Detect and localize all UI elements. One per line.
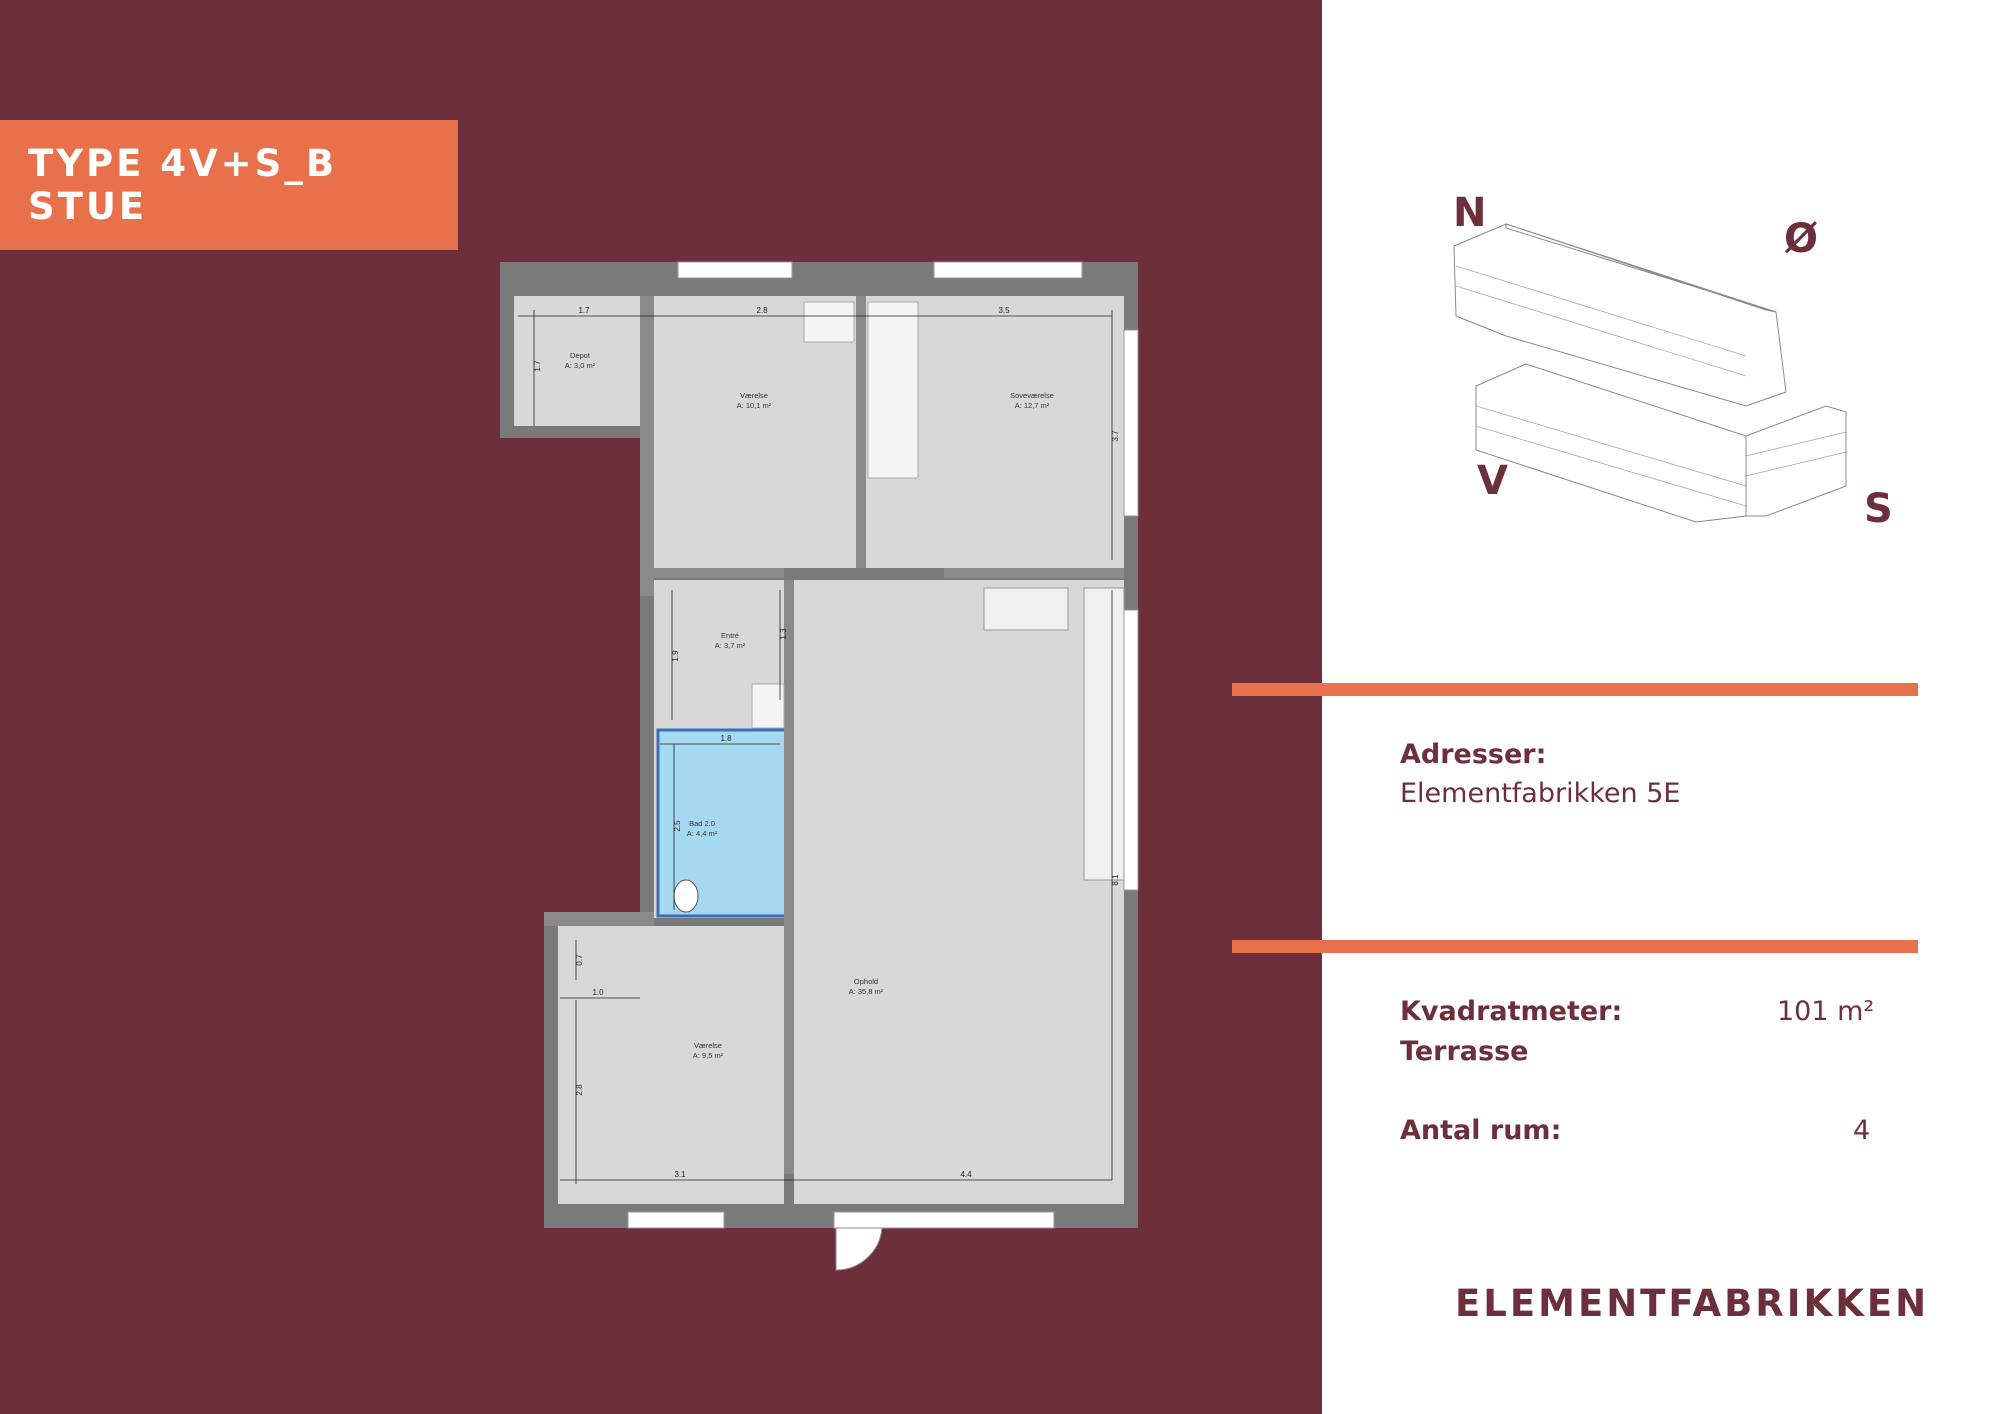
- room-name-vaerelse-1: Værelse: [740, 391, 768, 400]
- compass-south: S: [1864, 486, 1893, 532]
- terrace-label: Terrasse: [1400, 1036, 1529, 1067]
- compass-west: V: [1477, 458, 1508, 504]
- dim-closet-width: 1.0: [592, 988, 604, 997]
- dim-vaerelse-2-width: 3.1: [674, 1170, 686, 1179]
- dim-bad-width: 1.8: [720, 734, 732, 743]
- room-name-depot: Depot: [570, 351, 591, 360]
- room-area-entre: A: 3,7 m²: [715, 641, 746, 650]
- floor-ophold-bottom: [794, 1174, 1124, 1204]
- plan-type-title: TYPE 4V+S_B STUE: [28, 142, 338, 228]
- dimension-lines: [518, 310, 1113, 1184]
- floor-depot: [514, 296, 640, 426]
- compass-east: Ø: [1784, 216, 1819, 262]
- room-name-ophold: Ophold: [854, 977, 878, 986]
- dim-vaerelse-width: 2.8: [756, 306, 768, 315]
- address-label: Adresser:: [1400, 739, 1547, 770]
- dim-vaerelse-2-height: 2.8: [575, 1084, 584, 1096]
- room-area-vaerelse-2: A: 9,5 m²: [693, 1051, 724, 1060]
- plan-type-badge: TYPE 4V+S_B STUE: [0, 120, 458, 250]
- compass-north: N: [1453, 190, 1487, 236]
- divider-middle: [1232, 940, 1918, 953]
- floor-vaerelse-2-bottom: [558, 1174, 784, 1204]
- dim-sovevaerelse-width: 3.5: [998, 306, 1010, 315]
- right-panel: [1322, 0, 2000, 1414]
- room-name-entre: Entré: [721, 631, 739, 640]
- floor-plan: Depot A: 3,0 m² Værelse A: 10,1 m² Sovev…: [500, 261, 1139, 1271]
- partitions: [544, 296, 1124, 1174]
- room-area-ophold: A: 35,8 m²: [849, 987, 884, 996]
- divider-top: [1232, 683, 1918, 696]
- dim-bad-height: 2.5: [673, 820, 682, 832]
- room-name-sovevaerelse: Soveværelse: [1010, 391, 1054, 400]
- dim-depot-height: 1.7: [533, 360, 542, 372]
- terrace-door: [835, 1227, 883, 1271]
- dim-entre-side: 1.3: [779, 628, 788, 640]
- sqm-label: Kvadratmeter:: [1400, 996, 1623, 1027]
- floor-vaerelse-2: [558, 926, 784, 1174]
- sqm-value: 101 m²: [1777, 996, 1875, 1027]
- address-value: Elementfabrikken 5E: [1400, 778, 1681, 809]
- rooms-label: Antal rum:: [1400, 1115, 1562, 1146]
- room-name-bad: Bad 2.0: [689, 819, 715, 828]
- building-isometric-drawing: [1453, 223, 1847, 523]
- room-area-bad: A: 4,4 m²: [687, 829, 718, 838]
- dim-sovevaerelse-height: 3.7: [1111, 430, 1120, 442]
- wardrobes: [751, 301, 919, 729]
- rooms-value: 4: [1853, 1115, 1871, 1146]
- room-area-depot: A: 3,0 m²: [565, 361, 596, 370]
- toilet: [673, 879, 699, 913]
- room-area-vaerelse-1: A: 10,1 m²: [737, 401, 772, 410]
- kitchen: [983, 587, 1125, 881]
- floor-ophold: [794, 580, 1124, 1174]
- room-area-sovevaerelse: A: 12,7 m²: [1015, 401, 1050, 410]
- dim-entre-height: 1.9: [671, 650, 680, 662]
- dim-closet-height: 0.7: [575, 954, 584, 966]
- windows: [627, 261, 1139, 1229]
- room-name-vaerelse-2: Værelse: [694, 1041, 722, 1050]
- dim-ophold-width: 4.4: [960, 1170, 972, 1179]
- dim-depot-width: 1.7: [578, 306, 590, 315]
- dim-ophold-height: 8.1: [1111, 874, 1120, 886]
- brand-logo: ELEMENTFABRIKKEN: [1455, 1282, 1930, 1325]
